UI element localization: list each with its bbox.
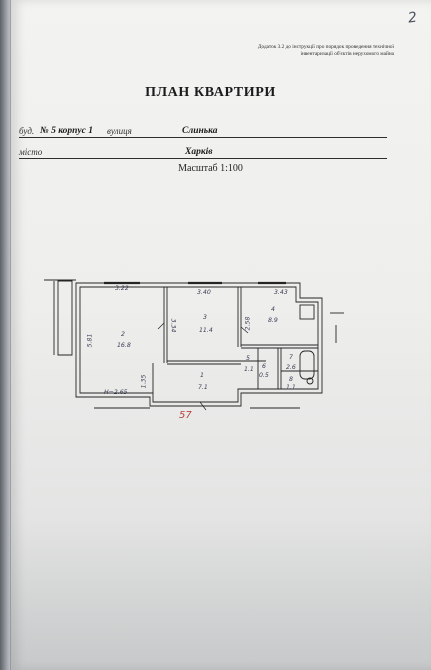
address-row-building: буд. № 5 корпус 1 вулиця Слинька [19,124,387,138]
entrance-door [199,401,207,411]
room-3-area: 11.4 [199,327,213,334]
address-row-city: місто Харків [19,145,387,159]
room-3-number: 3 [203,314,207,321]
room-6-area: 0.5 [259,372,269,379]
ceiling-height: H=2.65 [104,389,128,396]
toilet [306,377,314,385]
room-7-number: 7 [289,354,293,361]
floor-plan-drawing [44,279,344,411]
dim-room4-depth: 2.58 [244,316,252,331]
city-label: місто [19,147,43,157]
outer-wall [75,282,323,407]
outer-wall-inner [79,286,319,403]
annex-note: Додаток 3.2 до інструкції про порядок пр… [212,44,394,57]
document-title: ПЛАН КВАРТИРИ [145,85,276,100]
room-5-area: 1.1 [244,366,254,373]
room-6-number: 6 [262,363,266,370]
annex-note-line-1: Додаток 3.2 до інструкції про порядок пр… [257,44,394,50]
scale-label: Масштаб 1:100 [178,163,243,174]
room-8-area: 1.1 [286,384,296,391]
room-5-number: 5 [246,355,250,362]
building-label: буд. [19,126,35,136]
annex-note-line-2: інвентаризації об'єктів нерухомого майна [300,50,394,57]
door-room2 [157,322,165,330]
room-8-number: 8 [289,376,293,383]
address-rule [19,137,387,138]
dim-room3-depth: 3.34 [169,318,177,333]
dim-room4-width: 3.43 [274,289,288,296]
city-value: Харків [185,147,213,157]
floor-plan: 3.22 3.40 3.43 3.34 5.81 2.58 1.35 H=2.6… [0,265,431,435]
room-7-area: 2.6 [286,364,296,371]
dim-room2-depth: 5.81 [86,333,94,348]
city-rule [19,158,387,159]
room-2-area: 16.8 [117,342,131,349]
kitchen-stove [299,304,315,320]
room-2-number: 2 [121,331,125,338]
dim-room3-width: 3.40 [197,289,211,296]
bathtub [299,350,315,380]
room-4-number: 4 [271,306,275,313]
street-value: Слинька [182,126,218,136]
dim-room2-width: 3.22 [115,285,129,292]
door-room4 [240,326,249,334]
building-value: № 5 корпус 1 [40,126,93,136]
street-label: вулиця [107,126,132,136]
room-1-area: 7.1 [198,384,208,391]
room-1-number: 1 [200,372,204,379]
total-area: 57 [179,410,192,421]
balcony [57,280,73,356]
room-4-area: 8.9 [268,317,278,324]
dim-hall-depth: 1.35 [140,374,148,389]
